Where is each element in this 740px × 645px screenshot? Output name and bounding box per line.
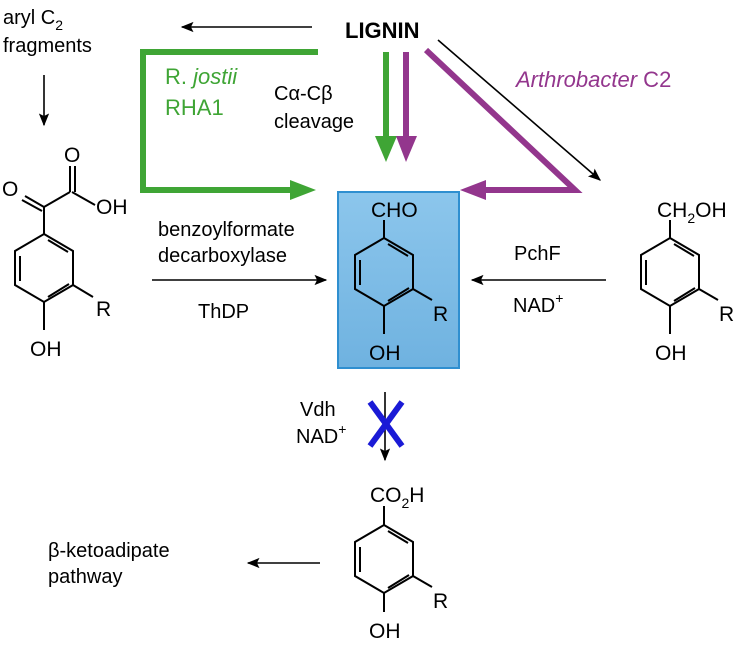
aryl-fragments-label: aryl C2 bbox=[3, 7, 63, 33]
center-cho: CHO bbox=[371, 199, 418, 222]
ketoadipate-label: β-ketoadipate bbox=[48, 540, 170, 562]
right-ch2oh: CH2OH bbox=[657, 199, 727, 226]
right-para-oh: OH bbox=[655, 342, 687, 365]
center-r-group: R bbox=[433, 303, 448, 326]
arthrobacter-purple-path bbox=[423, 47, 583, 193]
arthrobacter-label: Arthrobacter C2 bbox=[514, 67, 671, 92]
left-acid-oh: OH bbox=[96, 196, 128, 219]
bottom-co2h: CO2H bbox=[370, 484, 424, 511]
benzoylformate-label: benzoylformate bbox=[158, 219, 295, 241]
pathway-label: pathway bbox=[48, 566, 123, 588]
blocked-x-icon bbox=[367, 400, 405, 448]
bottom-molecule: CO2H R OH bbox=[354, 484, 448, 643]
center-para-oh: OH bbox=[369, 342, 401, 365]
product-highlight-box bbox=[337, 191, 460, 369]
pchf-label: PchF bbox=[514, 243, 561, 265]
rjostii-green-arrowhead bbox=[290, 180, 316, 200]
lignin-label: LIGNIN bbox=[345, 18, 420, 43]
left-r-group: R bbox=[96, 298, 111, 321]
cleavage-label: Cα-Cβ bbox=[274, 83, 333, 105]
right-molecule: CH2OH R OH bbox=[640, 199, 734, 365]
vdh-label: Vdh bbox=[300, 399, 336, 421]
bottom-para-oh: OH bbox=[369, 620, 401, 643]
left-para-oh: OH bbox=[30, 338, 62, 361]
cleavage-label-line2: cleavage bbox=[274, 111, 354, 133]
arrow-to-right-compound bbox=[437, 39, 601, 181]
nad-right-label: NAD+ bbox=[513, 290, 563, 317]
center-molecule: CHO R OH bbox=[354, 199, 448, 365]
left-ketone-o: O bbox=[2, 178, 18, 201]
left-molecule: O O OH R OH bbox=[2, 144, 128, 361]
bottom-r-group: R bbox=[433, 590, 448, 613]
arthrobacter-purple-arrowhead bbox=[460, 180, 486, 200]
purple-vertical-arrowhead bbox=[396, 136, 417, 162]
rjostii-green-path bbox=[140, 49, 318, 193]
nad-mid-label: NAD+ bbox=[296, 421, 346, 448]
left-acid-o: O bbox=[64, 144, 80, 167]
green-vertical-arrowhead bbox=[375, 136, 397, 162]
thdp-label: ThDP bbox=[198, 301, 249, 323]
decarboxylase-label: decarboxylase bbox=[158, 245, 287, 267]
aryl-fragments-label-line2: fragments bbox=[3, 35, 92, 57]
rjostii-label: R. jostii bbox=[165, 64, 238, 89]
rha1-label: RHA1 bbox=[165, 95, 224, 120]
right-r-group: R bbox=[719, 303, 734, 326]
